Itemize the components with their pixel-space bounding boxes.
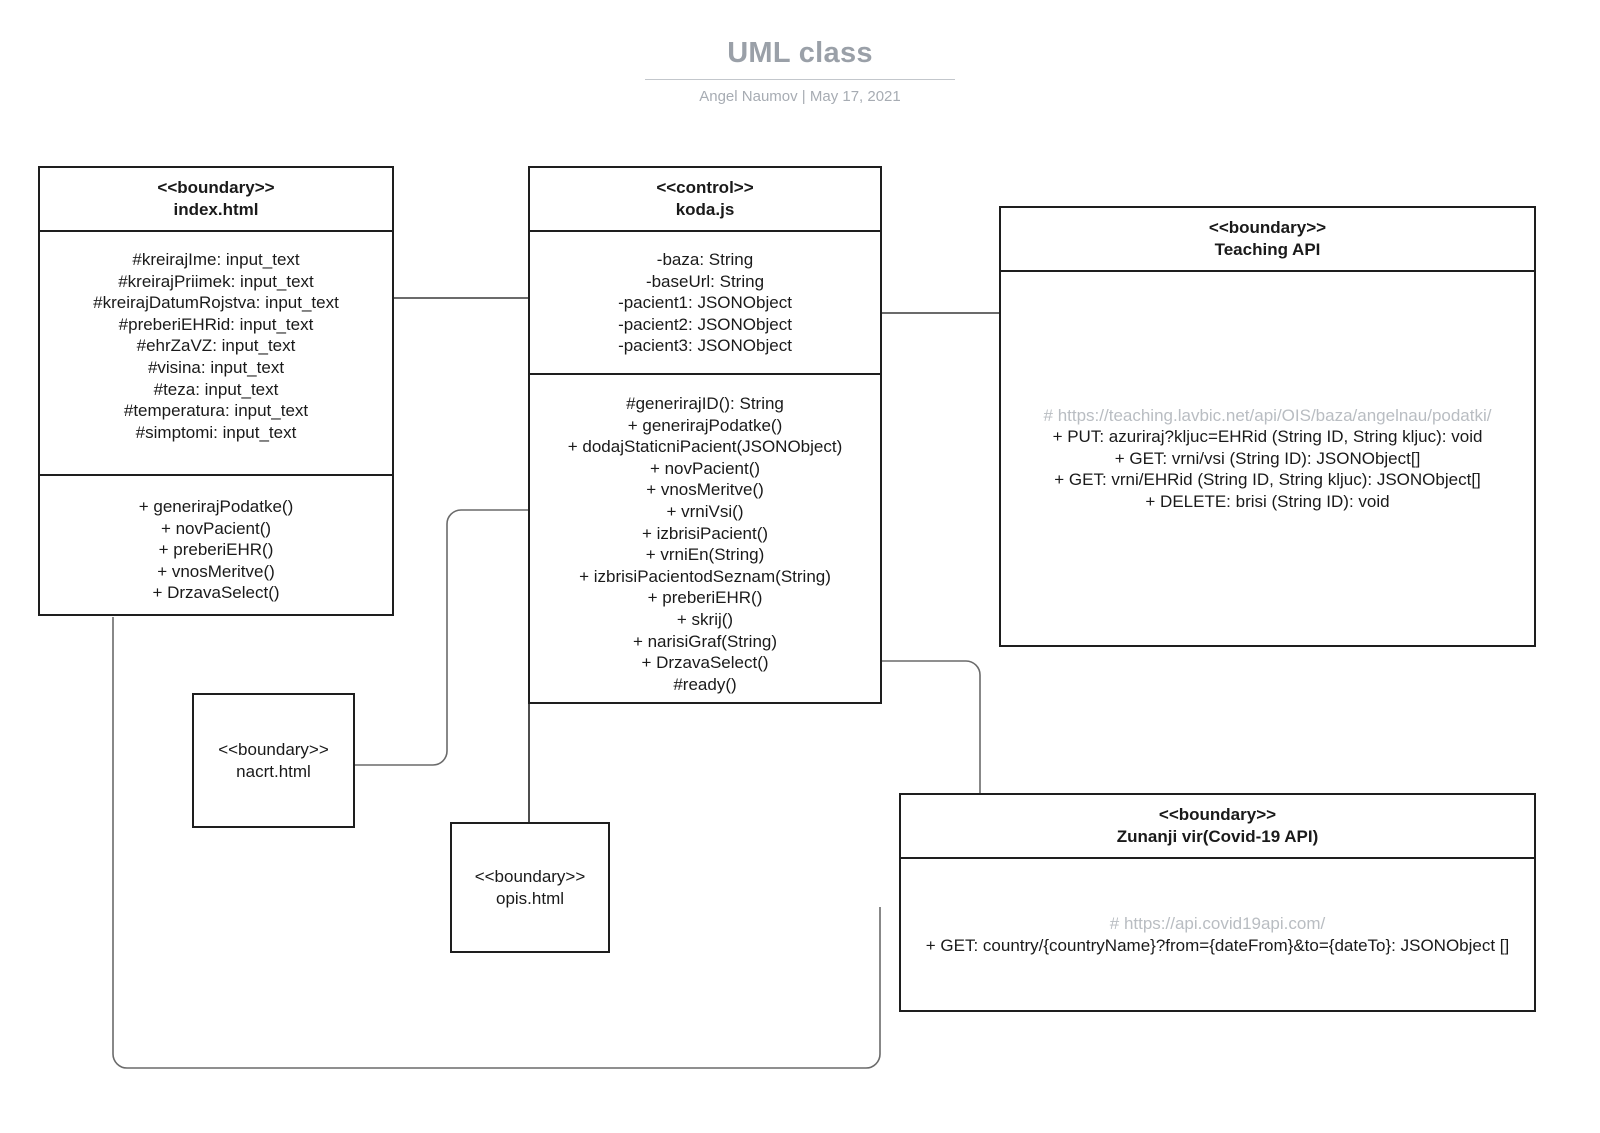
api-base-url: # https://teaching.lavbic.net/api/OIS/ba… — [1043, 405, 1492, 425]
method-row: #ready() — [673, 674, 737, 694]
stereotype-label: <<boundary>> — [1158, 805, 1277, 824]
class-header-koda-js: <<control>> koda.js — [530, 168, 880, 230]
attribute-row: #visina: input_text — [147, 357, 285, 377]
stereotype-label: <<boundary>> — [157, 178, 275, 197]
method-row: + DrzavaSelect() — [152, 583, 280, 603]
operation-row: + GET: country/{countryName}?from={dateF… — [925, 935, 1510, 955]
operations-compartment-covid-api: # https://api.covid19api.com/ + GET: cou… — [901, 857, 1534, 1010]
attribute-row: #preberiEHRid: input_text — [118, 314, 314, 334]
class-header-teaching-api: <<boundary>> Teaching API — [1001, 208, 1534, 270]
method-row: + narisiGraf(String) — [632, 631, 778, 651]
methods-compartment-index-html: + generirajPodatke() + novPacient() + pr… — [40, 474, 392, 614]
attribute-row: -pacient1: JSONObject — [618, 293, 792, 313]
connector-index-to-covid — [112, 617, 881, 1069]
attribute-row: #kreirajDatumRojstva: input_text — [93, 293, 339, 313]
class-name-label: Zunanji vir(Covid-19 API) — [1116, 827, 1319, 846]
class-box-index-html[interactable]: <<boundary>> index.html #kreirajIme: inp… — [38, 166, 394, 616]
title-meta: Angel Naumov | May 17, 2021 — [699, 88, 901, 105]
class-box-teaching-api[interactable]: <<boundary>> Teaching API # https://teac… — [999, 206, 1536, 647]
method-row: + generirajPodatke() — [138, 497, 294, 516]
class-name-label: Teaching API — [1214, 240, 1321, 259]
attribute-row: -baseUrl: String — [645, 271, 765, 291]
method-row: + DrzavaSelect() — [641, 653, 769, 673]
attribute-row: -pacient2: JSONObject — [618, 314, 792, 334]
class-box-opis-html[interactable]: <<boundary>> opis.html — [450, 822, 610, 953]
attribute-row: -baza: String — [656, 250, 754, 269]
attribute-row: #kreirajPriimek: input_text — [118, 271, 314, 291]
class-box-covid-api[interactable]: <<boundary>> Zunanji vir(Covid-19 API) #… — [899, 793, 1536, 1012]
stereotype-label: <<control>> — [656, 178, 754, 197]
attributes-compartment-koda-js: -baza: String -baseUrl: String -pacient1… — [530, 230, 880, 373]
method-row: + novPacient() — [649, 458, 761, 478]
attribute-row: -pacient3: JSONObject — [618, 336, 792, 356]
methods-compartment-koda-js: #generirajID(): String + generirajPodatk… — [530, 373, 880, 702]
attributes-compartment-index-html: #kreirajIme: input_text #kreirajPriimek:… — [40, 230, 392, 474]
method-row: + skrij() — [676, 609, 734, 629]
attribute-row: #kreirajIme: input_text — [132, 250, 300, 269]
method-row: + preberiEHR() — [647, 588, 763, 608]
operation-row: + DELETE: brisi (String ID): void — [1145, 491, 1390, 511]
stereotype-label: <<boundary>> — [218, 739, 329, 759]
class-header-opis-html: <<boundary>> opis.html — [452, 824, 608, 951]
operation-row: + GET: vrni/vsi (String ID): JSONObject[… — [1114, 448, 1421, 468]
attribute-row: #teza: input_text — [153, 379, 279, 399]
method-row: #generirajID(): String — [626, 394, 784, 413]
method-row: + generirajPodatke() — [627, 415, 783, 435]
method-row: + preberiEHR() — [158, 540, 274, 560]
method-row: + vrniVsi() — [666, 501, 744, 521]
attribute-row: #temperatura: input_text — [123, 401, 309, 421]
class-name-label: opis.html — [495, 888, 565, 908]
title-divider — [645, 79, 955, 80]
method-row: + dodajStaticniPacient(JSONObject) — [567, 437, 843, 457]
page-title: UML class — [727, 37, 873, 69]
operations-compartment-teaching-api: # https://teaching.lavbic.net/api/OIS/ba… — [1001, 270, 1534, 645]
connector-koda-to-nacrt — [355, 509, 528, 766]
method-row: + vrniEn(String) — [645, 545, 765, 565]
connector-koda-to-covid — [882, 660, 981, 793]
method-row: + vnosMeritve() — [646, 480, 764, 500]
method-row: + novPacient() — [160, 518, 272, 538]
class-name-label: index.html — [173, 200, 259, 219]
operation-row: + PUT: azuriraj?kljuc=EHRid (String ID, … — [1052, 427, 1483, 447]
class-name-label: koda.js — [675, 200, 735, 219]
class-header-index-html: <<boundary>> index.html — [40, 168, 392, 230]
class-header-nacrt-html: <<boundary>> nacrt.html — [194, 695, 353, 826]
attribute-row: #simptomi: input_text — [135, 422, 297, 442]
class-name-label: nacrt.html — [236, 761, 311, 781]
method-row: + izbrisiPacient() — [641, 523, 769, 543]
class-header-covid-api: <<boundary>> Zunanji vir(Covid-19 API) — [901, 795, 1534, 857]
class-box-koda-js[interactable]: <<control>> koda.js -baza: String -baseU… — [528, 166, 882, 704]
api-base-url: # https://api.covid19api.com/ — [1109, 913, 1326, 933]
stereotype-label: <<boundary>> — [474, 866, 586, 886]
stereotype-label: <<boundary>> — [1208, 218, 1327, 237]
diagram-title-block: UML class Angel Naumov | May 17, 2021 — [0, 36, 1600, 107]
attribute-row: #ehrZaVZ: input_text — [136, 336, 296, 356]
class-box-nacrt-html[interactable]: <<boundary>> nacrt.html — [192, 693, 355, 828]
operation-row: + GET: vrni/EHRid (String ID, String klj… — [1054, 470, 1481, 490]
method-row: + vnosMeritve() — [157, 561, 275, 581]
method-row: + izbrisiPacientodSeznam(String) — [579, 566, 831, 586]
